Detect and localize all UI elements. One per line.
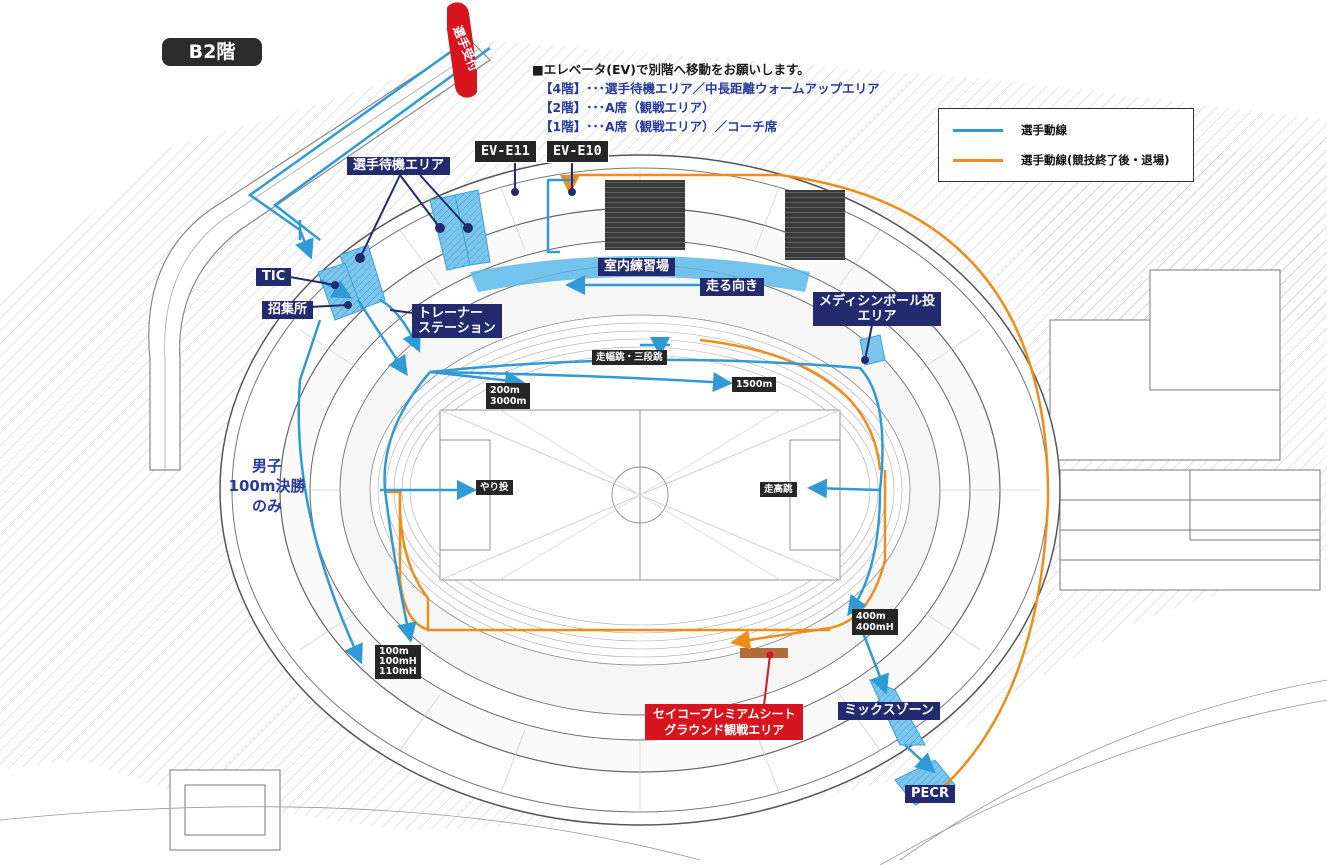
label-start-1500: 1500m [732, 377, 777, 392]
dark-rooms [605, 180, 845, 260]
legend-item: 選手動線 [953, 121, 1067, 139]
label-ev-e11: EV-E11 [474, 140, 537, 163]
label-javelin: やり投 [476, 480, 513, 495]
label-start-400: 400m 400mH [852, 609, 898, 635]
label-men-100m-final: 男子 100m決勝 のみ [228, 457, 306, 515]
registration-banner: 選手受付 [444, 2, 482, 98]
label-high-jump: 走高跳 [760, 482, 797, 497]
seiko-pointer-dot [766, 651, 774, 659]
notice-line: 【1階】･･･A席（観戦エリア）／コーチ席 [540, 119, 778, 134]
east-buildings [1049, 269, 1321, 591]
legend-item: 選手動線(競技終了後・退場) [953, 151, 1170, 169]
label-mixed-zone: ミックスゾーン [838, 702, 940, 720]
notice-line: 【2階】･･･A席（観戦エリア） [540, 100, 715, 115]
athlete-route-blue [247, 36, 936, 774]
label-start-200-3000: 200m 3000m [486, 383, 531, 409]
label-call-room: 招集所 [262, 301, 314, 319]
label-pecr: PECR [905, 785, 955, 803]
label-run-direction: 走る向き [700, 278, 765, 296]
label-indoor-practice: 室内練習場 [598, 258, 676, 276]
label-start-100: 100m 100mH 110mH [375, 645, 421, 679]
label-seiko-premium-seat: セイコープレミアムシート グラウンド観戦エリア [645, 704, 804, 740]
seiko-pointer [763, 654, 771, 706]
southwest-building [169, 769, 281, 851]
floor-badge: B2階 [162, 38, 262, 66]
label-waiting-area: 選手待機エリア [347, 157, 451, 175]
legend: 選手動線 選手動線(競技終了後・退場) [938, 108, 1194, 182]
label-long-triple-jump: 走幅跳・三段跳 [592, 350, 667, 365]
notice-heading: ■エレベータ(EV)で別階へ移動をお願いします。 [532, 62, 810, 77]
elevator-notice: ■エレベータ(EV)で別階へ移動をお願いします。 【4階】･･･選手待機エリア／… [532, 60, 880, 136]
legend-swatch-orange [953, 159, 1003, 162]
label-trainer-station: トレーナー ステーション [412, 304, 502, 338]
legend-label: 選手動線 [1021, 123, 1067, 137]
notice-line: 【4階】･･･選手待機エリア／中長距離ウォームアップエリア [540, 81, 880, 96]
waiting-area-pointers [289, 160, 874, 364]
label-medicine-ball: メディシンボール投 エリア [813, 292, 942, 326]
legend-label: 選手動線(競技終了後・退場) [1021, 153, 1170, 167]
label-tic: TIC [256, 268, 292, 286]
label-ev-e10: EV-E10 [546, 140, 609, 163]
legend-swatch-blue [953, 129, 1003, 132]
